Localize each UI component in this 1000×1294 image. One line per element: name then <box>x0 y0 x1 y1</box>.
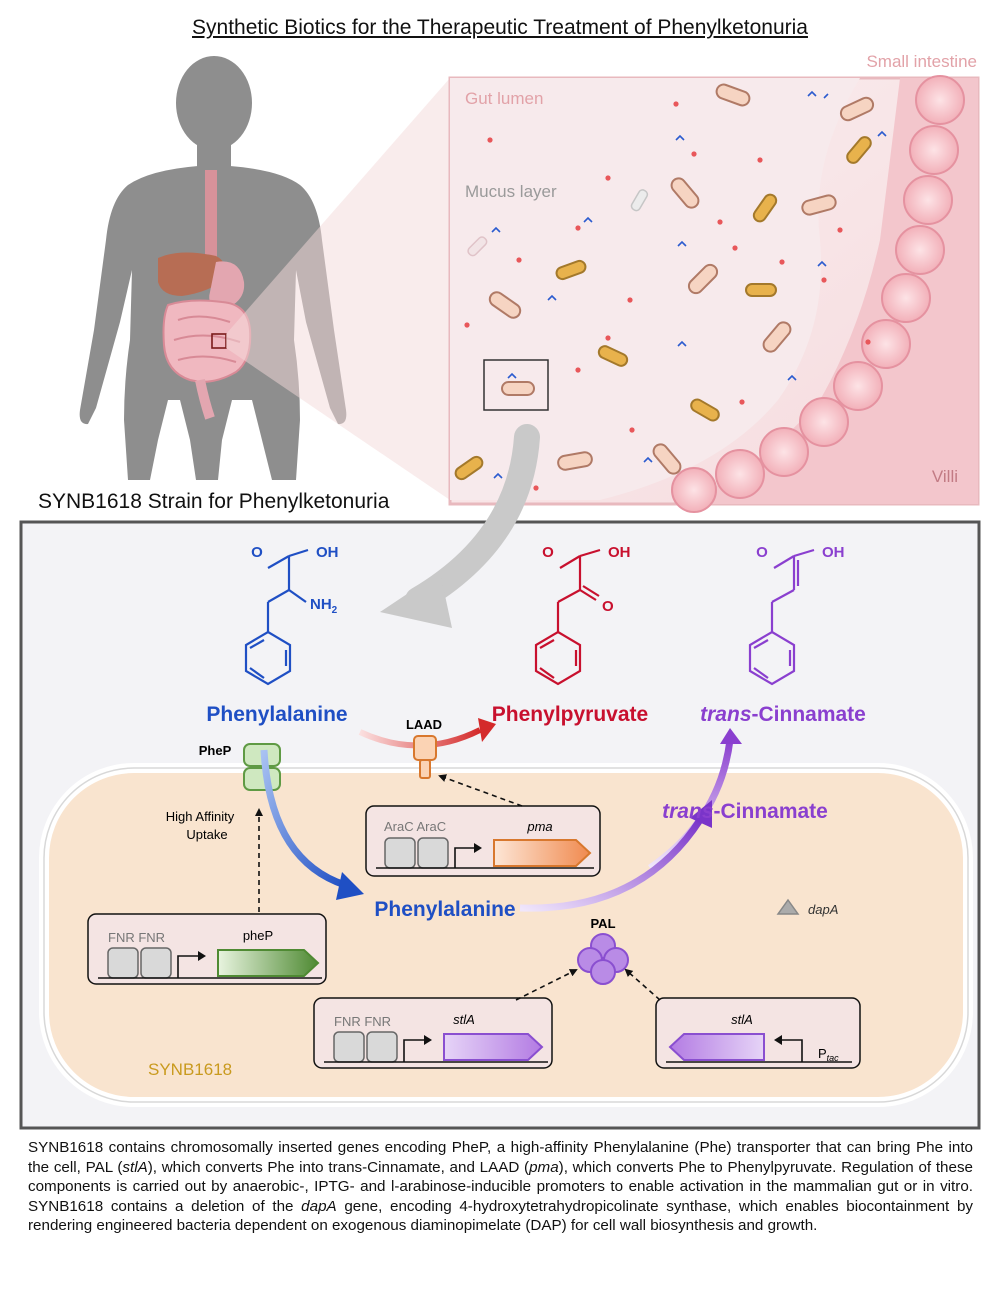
laad-arrow-head <box>478 718 496 742</box>
uptake-label-line2: Uptake <box>186 827 227 842</box>
phe-atom-o: O <box>251 544 263 561</box>
phenylpyruvate-structure <box>534 548 601 686</box>
gut-lumen-label: Gut lumen <box>465 89 543 108</box>
pal-arrow-head <box>690 800 712 828</box>
cinnamate-export-head <box>720 728 742 744</box>
phep-label: PheP <box>199 743 232 758</box>
cin-atom-o: O <box>756 544 768 561</box>
pyr-atom-oh: OH <box>608 544 631 561</box>
mucus-layer-label: Mucus layer <box>465 182 557 201</box>
pma-regulation-arrow <box>438 774 523 807</box>
pyr-atom-o2: O <box>602 598 614 615</box>
intracellular-phe-label: Phenylalanine <box>374 898 515 921</box>
phe-atom-oh: OH <box>316 544 339 561</box>
ptac-promoter-label: Ptac <box>818 1046 839 1063</box>
pyr-atom-o1: O <box>542 544 554 561</box>
stla-fnr-regulators: FNR FNR <box>334 1014 391 1029</box>
stla-tac-cassette: stlA Ptac <box>655 997 861 1069</box>
villi-label: Villi <box>932 467 958 486</box>
intracellular-cinnamate-label: trans-Cinnamate <box>662 800 828 823</box>
stla-fnr-regulation-arrow <box>515 969 578 1001</box>
cin-atom-oh: OH <box>822 544 845 561</box>
small-intestine-label: Small intestine <box>866 52 977 71</box>
phep-regulators: FNR FNR <box>108 930 165 945</box>
phe-import-head <box>336 872 364 900</box>
stla-fnr-gene-label: stlA <box>453 1012 475 1027</box>
cinnamate-structure <box>748 548 815 686</box>
figure-title: Synthetic Biotics for the Therapeutic Tr… <box>192 16 808 39</box>
stla-tac-regulation-arrow <box>624 968 661 1001</box>
particles <box>464 101 871 491</box>
phep-cassette: FNR FNR pheP <box>87 913 327 985</box>
pma-gene-label: pma <box>526 819 552 834</box>
zoomed-bacterium <box>501 381 535 396</box>
stla-tac-gene-label: stlA <box>731 1012 753 1027</box>
phep-gene-label: pheP <box>243 928 273 943</box>
pal-label: PAL <box>590 916 615 931</box>
zoom-bacterium-box <box>483 359 549 411</box>
transfer-arrow-head <box>380 572 452 628</box>
digestive-organs <box>158 170 252 420</box>
cinnamate-label: trans-Cinnamate <box>700 703 866 726</box>
laad-protein <box>413 735 437 779</box>
phenylpyruvate-label: Phenylpyruvate <box>492 703 648 726</box>
phenylalanine-label: Phenylalanine <box>206 703 347 726</box>
figure-caption: SYNB1618 contains chromosomally inserted… <box>28 1139 973 1235</box>
laad-label: LAAD <box>406 717 442 732</box>
pma-cassette: AraC AraC pma <box>365 805 601 877</box>
strain-panel-heading: SYNB1618 Strain for Phenylketonuria <box>38 490 390 513</box>
pal-protein <box>577 933 629 985</box>
stla-fnr-cassette: FNR FNR stlA <box>313 997 553 1069</box>
phe-atom-nh: NH2 <box>310 596 338 616</box>
cell-name-label: SYNB1618 <box>148 1060 232 1079</box>
dapa-label: dapA <box>808 902 838 917</box>
pma-regulators: AraC AraC <box>384 819 446 834</box>
dapa-deletion-icon <box>776 898 800 915</box>
uptake-label-line1: High Affinity <box>166 809 235 824</box>
pal-arrow <box>519 818 703 912</box>
phe-molecules <box>491 90 887 479</box>
phenylalanine-structure <box>244 548 309 686</box>
bacteria <box>454 83 875 481</box>
phe-import-arrow <box>260 749 347 889</box>
zoom-projection <box>226 78 450 500</box>
villi <box>671 75 978 513</box>
